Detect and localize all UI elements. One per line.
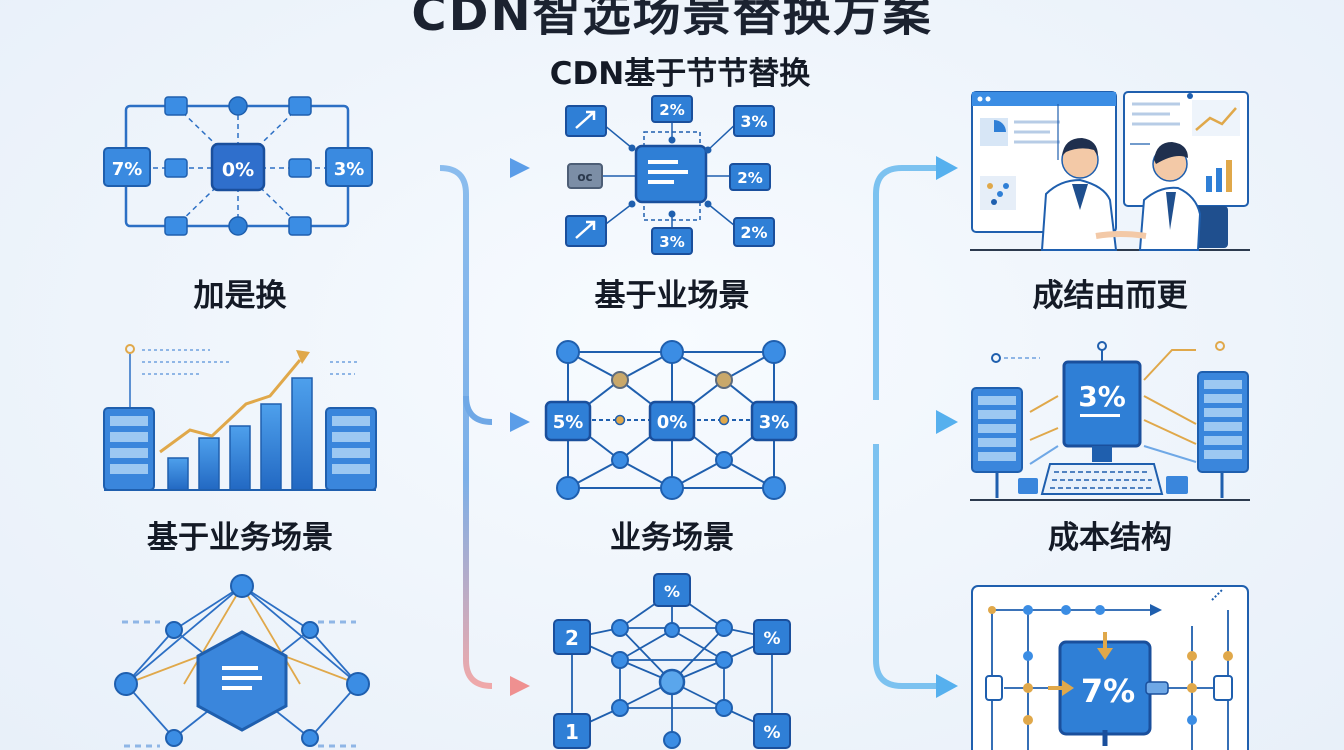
diamond-tag-right: % <box>763 629 780 649</box>
center-tag-bottom-right: 2% <box>740 223 767 242</box>
label-left-1: 加是换 <box>193 278 287 314</box>
monitor-percent: 3% <box>1078 380 1126 413</box>
center-mesh-network <box>544 340 798 500</box>
label-right-2: 成本结构 <box>1048 520 1172 556</box>
left-node-percent-right: 3% <box>334 159 365 180</box>
center-tag-left: oc <box>577 170 592 184</box>
left-network-diagram-1 <box>103 96 373 236</box>
right-circuit-illustration <box>971 585 1249 750</box>
center-to-right-arrows <box>812 156 958 698</box>
mesh-percent-right: 3% <box>759 412 790 433</box>
right-server-monitor-illustration <box>970 341 1250 501</box>
center-hub-diagram <box>565 95 775 255</box>
label-center-2: 业务场景 <box>610 520 734 556</box>
label-center-1: 基于业场景 <box>594 278 750 314</box>
page-subtitle: CDN基于节节替换 <box>549 56 811 92</box>
center-diamond-network <box>553 573 791 749</box>
mesh-percent-left: 5% <box>553 412 584 433</box>
left-node-percent-center: 0% <box>222 159 254 181</box>
circuit-center-percent: 7% <box>1081 672 1135 710</box>
right-analysts-illustration <box>970 91 1250 251</box>
left-bar-chart-illustration <box>103 344 377 491</box>
left-to-center-arrows <box>388 158 530 696</box>
page-title: CDN智选场景替换方案 <box>411 0 933 42</box>
left-node-percent-left: 7% <box>112 159 143 180</box>
mesh-percent-center: 0% <box>657 412 688 433</box>
diamond-tag-left: 2 <box>565 626 579 650</box>
center-tag-top-right: 3% <box>740 112 767 131</box>
label-right-1: 成结由而更 <box>1032 278 1188 314</box>
diamond-tag-top: % <box>664 582 680 601</box>
label-left-2: 基于业务场景 <box>147 520 333 556</box>
left-hex-network <box>114 574 370 748</box>
center-tag-right: 2% <box>737 169 762 187</box>
diamond-tag-bottom-left: 1 <box>565 720 579 744</box>
diamond-tag-bottom-right: % <box>763 723 780 743</box>
center-tag-bottom: 3% <box>659 233 684 251</box>
center-tag-top: 2% <box>659 101 684 119</box>
